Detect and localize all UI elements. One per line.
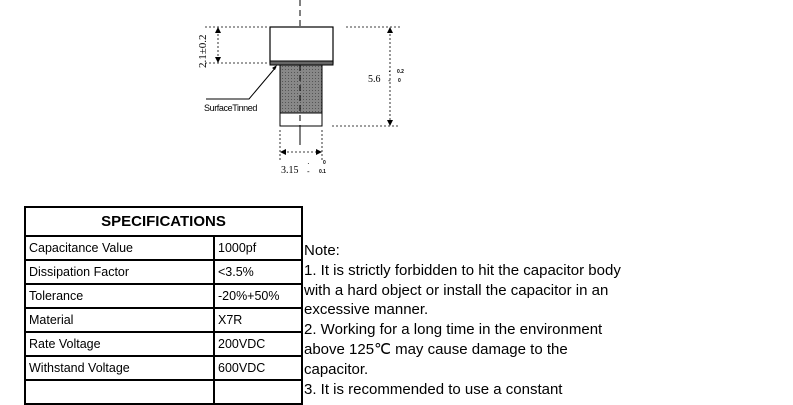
spec-label: Withstand Voltage xyxy=(24,355,215,381)
total-height-tol-plus: 0.2 xyxy=(397,69,404,75)
table-row: Dissipation Factor<3.5% xyxy=(24,259,303,285)
capacitor-dimension-drawing: 2.1±0.2 SurfaceTinned 5.6 0.2 0 ·- 3.15 … xyxy=(197,0,404,176)
note-line: capacitor. xyxy=(304,360,369,378)
surface-tinned-label: SurfaceTinned xyxy=(204,103,257,113)
table-row: Tolerance-20%+50% xyxy=(24,283,303,309)
capacitor-base xyxy=(279,112,323,127)
tinned-strip xyxy=(269,60,334,66)
capacitor-body xyxy=(279,64,323,114)
width-tol-minus: 0.1 xyxy=(319,169,326,175)
height-top-dimension: 2.1±0.2 xyxy=(197,34,209,68)
note-line: 2. Working for a long time in the enviro… xyxy=(304,321,603,339)
specifications-title: SPECIFICATIONS xyxy=(24,206,303,237)
note-line: excessive manner. xyxy=(304,301,429,319)
spec-label: Tolerance xyxy=(24,283,215,309)
spec-label: Material xyxy=(24,307,215,333)
note-line: with a hard object or install the capaci… xyxy=(304,281,609,299)
spec-label xyxy=(24,379,215,405)
spec-value xyxy=(213,379,303,405)
width-dimension: 3.15 xyxy=(281,165,299,176)
notes: Note: 1. It is strictly forbidden to hit… xyxy=(304,241,664,399)
spec-label: Dissipation Factor xyxy=(24,259,215,285)
svg-text:·: · xyxy=(388,67,391,76)
capacitor-head xyxy=(269,26,334,64)
svg-text:·: · xyxy=(307,159,310,168)
note-line: 1. It is strictly forbidden to hit the c… xyxy=(304,261,621,279)
spec-value: 200VDC xyxy=(213,331,303,357)
svg-text:-: - xyxy=(307,167,310,176)
spec-value: X7R xyxy=(213,307,303,333)
spec-value: 1000pf xyxy=(213,235,303,261)
note-line: 3. It is recommended to use a constant xyxy=(304,380,563,398)
width-tol-plus: 0 xyxy=(323,160,326,166)
table-row xyxy=(24,379,303,405)
spec-value: -20%+50% xyxy=(213,283,303,309)
spec-value: 600VDC xyxy=(213,355,303,381)
spec-label: Rate Voltage xyxy=(24,331,215,357)
note-line: Note: xyxy=(304,242,340,259)
svg-text:-: - xyxy=(388,76,391,85)
spec-label: Capacitance Value xyxy=(24,235,215,261)
total-height-dimension: 5.6 xyxy=(368,74,381,85)
note-line: above 125℃ may cause damage to the xyxy=(304,340,568,358)
total-height-tol-minus: 0 xyxy=(398,78,401,84)
spec-value: <3.5% xyxy=(213,259,303,285)
